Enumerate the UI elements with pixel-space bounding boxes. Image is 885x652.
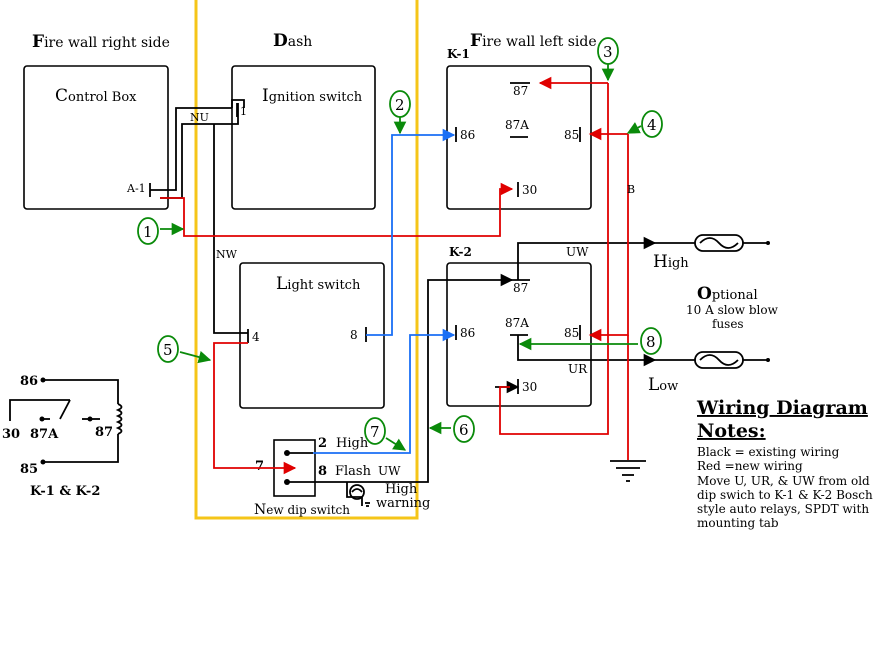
dip-switch-label: New dip switch bbox=[254, 502, 350, 518]
ground-icon bbox=[610, 460, 646, 482]
wire-red-k2-85 bbox=[588, 134, 629, 342]
callout-4: 4 bbox=[641, 110, 663, 138]
callout-8: 8 bbox=[640, 327, 662, 355]
output-low-label: Low bbox=[648, 375, 678, 395]
svg-text:2: 2 bbox=[395, 96, 405, 114]
callout-arrow-5 bbox=[179, 350, 212, 364]
wire-label-b: B bbox=[627, 183, 635, 196]
light-switch-terminal-4: 4 bbox=[252, 330, 260, 344]
optional-fuses-line3: fuses bbox=[712, 317, 744, 331]
wire-blue-2-k2-86 bbox=[313, 328, 456, 454]
fuse-high bbox=[655, 234, 770, 252]
firewall-right-heading: Fire wall right side bbox=[32, 32, 170, 52]
wire-red-3 bbox=[499, 83, 609, 435]
control-box-terminal: A-1 bbox=[126, 182, 146, 195]
svg-text:87: 87 bbox=[95, 425, 113, 440]
callout-arrow-7 bbox=[385, 437, 407, 451]
notes-title: Wiring Diagram bbox=[696, 397, 868, 419]
relay-k1-name: K-1 bbox=[447, 47, 470, 61]
wire-red-1 bbox=[160, 182, 514, 237]
k1-87: 87 bbox=[513, 84, 528, 98]
note-line-1: Black = existing wiring bbox=[697, 445, 840, 459]
dip-terminal-2: 2 bbox=[318, 436, 327, 451]
wire-uw-top bbox=[517, 236, 657, 280]
wire-ur bbox=[517, 335, 657, 367]
wire-uw-bottom bbox=[313, 273, 514, 483]
dip-high-label: High bbox=[336, 436, 369, 451]
firewall-left-heading: Fire wall left side bbox=[470, 31, 597, 51]
k2-87: 87 bbox=[513, 281, 528, 295]
note-line-3: Move U, UR, & UW from old bbox=[697, 474, 870, 488]
k2-30: 30 bbox=[522, 380, 537, 394]
wire-label-uw-top: UW bbox=[566, 245, 589, 259]
svg-text:87A: 87A bbox=[30, 427, 59, 442]
svg-text:5: 5 bbox=[163, 341, 173, 359]
note-line-5: style auto relays, SPDT with bbox=[697, 502, 869, 516]
ignition-switch bbox=[231, 65, 376, 210]
note-line-4: dip swich to K-1 & K-2 Bosch bbox=[697, 488, 873, 502]
k2-86: 86 bbox=[460, 326, 475, 340]
fuse-low bbox=[655, 351, 770, 369]
wire-label-nw: NW bbox=[216, 248, 238, 261]
svg-text:86: 86 bbox=[20, 374, 38, 389]
svg-text:K-1 & K-2: K-1 & K-2 bbox=[30, 484, 100, 499]
lamp-lead bbox=[346, 482, 363, 506]
note-line-2: Red =new wiring bbox=[697, 459, 803, 473]
control-box bbox=[23, 65, 169, 210]
dash-heading: Dash bbox=[273, 31, 312, 51]
wire-blue-8-k1-86 bbox=[366, 128, 456, 336]
callout-7: 7 bbox=[364, 417, 386, 445]
wire-label-uw-bottom: UW bbox=[378, 464, 401, 478]
relay-k2-name: K-2 bbox=[449, 245, 472, 259]
notes-subtitle: Notes: bbox=[697, 420, 766, 442]
ignition-terminal: 1 bbox=[240, 105, 247, 118]
dip-terminal-7: 7 bbox=[255, 459, 264, 474]
callout-3: 3 bbox=[597, 37, 619, 65]
lamp-filament bbox=[351, 488, 363, 493]
wire-red-5-7 bbox=[213, 342, 297, 475]
wire-nw bbox=[213, 124, 248, 334]
callout-6: 6 bbox=[453, 415, 475, 443]
k1-87a: 87A bbox=[505, 118, 529, 132]
relay-legend: 86 85 30 87A 87 K-1 & K-2 bbox=[2, 374, 123, 499]
dash-boundary bbox=[194, 0, 419, 520]
dip-terminal-8: 8 bbox=[318, 464, 327, 479]
k2-85: 85 bbox=[564, 326, 579, 340]
optional-fuses-title: Optional bbox=[697, 284, 758, 304]
svg-text:8: 8 bbox=[646, 333, 656, 351]
light-switch-label: Light switch bbox=[276, 274, 361, 294]
wire-nu-a bbox=[150, 107, 232, 191]
svg-text:7: 7 bbox=[370, 423, 380, 441]
k1-85: 85 bbox=[564, 128, 579, 142]
svg-text:6: 6 bbox=[459, 421, 469, 439]
k1-86: 86 bbox=[460, 128, 475, 142]
svg-text:1: 1 bbox=[143, 223, 153, 241]
svg-text:4: 4 bbox=[647, 116, 657, 134]
control-box-label: Control Box bbox=[55, 86, 137, 106]
wire-label-nu: NU bbox=[190, 111, 209, 124]
optional-fuses-line2: 10 A slow blow bbox=[686, 303, 779, 317]
k1-30: 30 bbox=[522, 183, 537, 197]
output-high-label: High bbox=[653, 252, 689, 272]
ignition-switch-label: Ignition switch bbox=[262, 86, 363, 106]
high-warning-lamp-icon bbox=[349, 484, 365, 500]
k2-87a: 87A bbox=[505, 316, 529, 330]
dip-flash-label: Flash bbox=[335, 464, 372, 479]
high-warning-line2: warning bbox=[376, 496, 430, 511]
svg-text:30: 30 bbox=[2, 427, 20, 442]
light-switch-terminal-8: 8 bbox=[350, 328, 358, 342]
svg-text:3: 3 bbox=[603, 43, 613, 61]
callout-5: 5 bbox=[157, 335, 179, 363]
note-line-6: mounting tab bbox=[697, 516, 779, 530]
callout-1: 1 bbox=[137, 217, 159, 245]
callout-2: 2 bbox=[389, 90, 411, 118]
svg-text:85: 85 bbox=[20, 462, 38, 477]
callout-arrow-4 bbox=[626, 122, 642, 134]
wire-label-ur: UR bbox=[568, 362, 588, 376]
high-warning-line1: High bbox=[385, 482, 418, 497]
